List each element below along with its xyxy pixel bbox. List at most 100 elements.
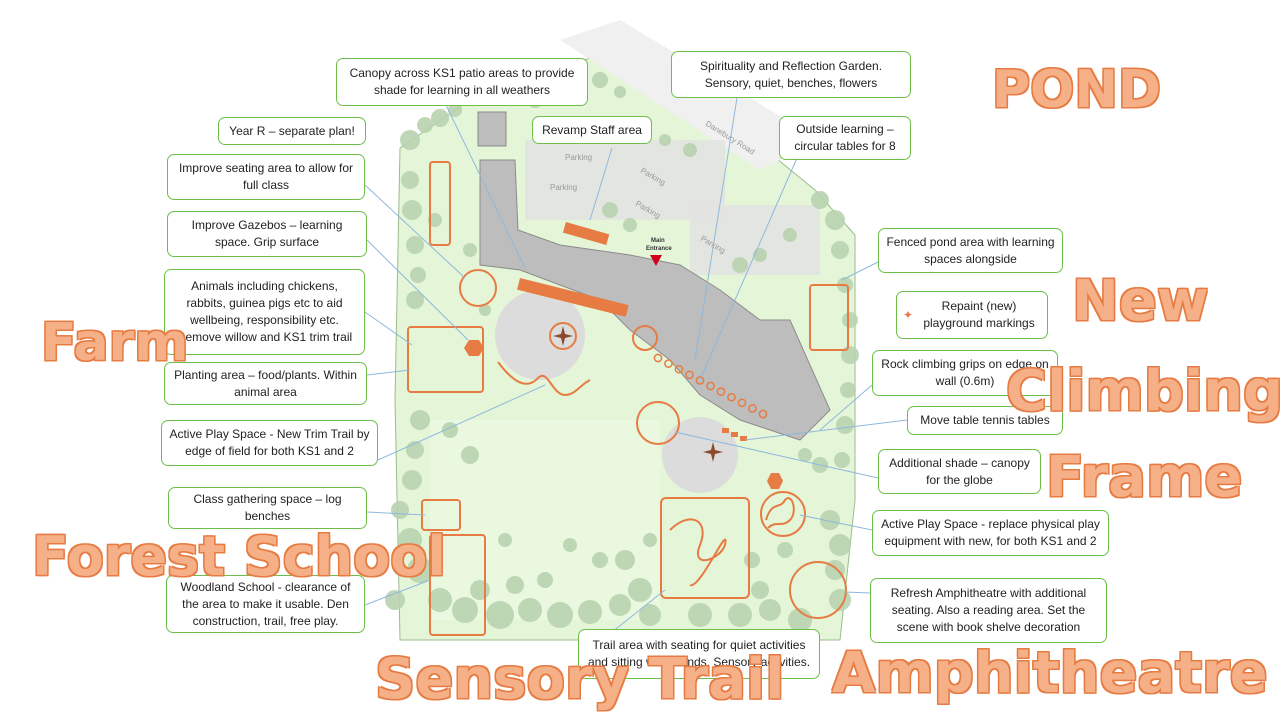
star-icon: ✦ [903,307,914,322]
tree [400,130,420,150]
learning-table-marker [716,387,726,396]
tree [463,243,477,257]
tree [842,312,858,328]
tree [592,552,608,568]
tree [602,202,618,218]
tree [547,602,573,628]
tree [820,510,840,530]
learning-table-marker [727,392,736,402]
label-pond: POND [992,60,1161,120]
pond-box [809,284,849,351]
tree [402,200,422,220]
tree [506,576,524,594]
star-markers [553,326,723,462]
tree [831,241,849,259]
label-new: New [1072,269,1209,334]
callout-trail-seating: Trail area with seating for quiet activi… [578,629,820,679]
callout-revamp-staff: Revamp Staff area [532,116,652,144]
callout-improve-gazebos: Improve Gazebos – learning space. Grip s… [167,211,367,257]
tree [448,103,462,117]
tree [688,603,712,627]
tree [406,291,424,309]
tree [428,213,442,227]
table-tennis-tables [722,428,747,441]
sensory-trail-path [669,518,727,587]
main-building [479,159,831,441]
small-building [477,111,507,147]
tree [759,599,781,621]
playground-area-south [662,417,738,493]
farm-hexagon [464,340,484,356]
callout-planting: Planting area – food/plants. Within anim… [164,362,367,405]
canopy-bar [517,278,629,317]
forest-school-box [429,534,486,636]
tree [825,210,845,230]
label-forest-school: Forest School [32,525,446,588]
tree [407,557,433,583]
amphitheatre-circle [789,561,847,619]
learning-table-marker [685,370,694,380]
orange-features [407,161,849,636]
callout-spirituality-garden: Spirituality and Reflection Garden. Sens… [671,51,911,98]
tree [798,448,812,462]
callout-improve-seating: Improve seating area to allow for full c… [167,154,365,200]
tree [406,236,424,254]
climbing-hexagon [767,473,783,489]
callout-fenced-pond: Fenced pond area with learning spaces al… [878,228,1063,273]
main-entrance-label: Entrance [646,246,672,252]
tree [537,572,553,588]
tree [840,382,856,398]
callout-year-r: Year R – separate plan! [218,117,366,145]
callout-amphitheatre-refresh: Refresh Amphitheatre with additional sea… [870,578,1107,643]
tree [410,410,430,430]
playground-area [495,290,585,380]
tree [398,528,422,552]
seating-area-circle [459,269,497,307]
trim-trail-squiggle [497,361,591,397]
tree [659,134,671,146]
learning-table-marker [695,376,705,385]
tree [486,601,514,629]
tree [751,581,769,599]
learning-circle [632,325,658,351]
callout-replace-equipment: Active Play Space - replace physical pla… [872,510,1109,556]
tree [518,598,542,622]
callout-repaint-markings: ✦ Repaint (new) playground markings [896,291,1048,339]
tree [841,346,859,364]
year-r-box [429,161,451,246]
tree [592,72,608,88]
callout-rock-climbing: Rock climbing grips on edge on wall (0.6… [872,350,1058,396]
label-sensory-trail: Sensory Trail [375,647,785,712]
tree [829,534,851,556]
tree [615,550,635,570]
tree [628,578,652,602]
outdoor-learning-tables [653,353,768,419]
learning-table-marker [653,353,663,363]
callout-repaint-text: Repaint (new) playground markings [923,299,1035,330]
callout-outside-learning: Outside learning – circular tables for 8 [779,116,911,160]
parking-label: Parking [565,153,592,162]
farm-box [407,326,484,393]
tree [683,143,697,157]
sensory-trail-box [660,497,750,599]
main-entrance-marker [650,255,662,266]
callout-animals: Animals including chickens, rabbits, gui… [164,269,365,355]
tree [788,608,812,632]
globe-circle [636,401,680,445]
tree [401,171,419,189]
tree [728,603,752,627]
learning-table-marker [664,359,673,368]
learning-table-marker [674,364,684,374]
learning-table-marker [758,409,768,419]
tree [391,501,409,519]
tree [563,538,577,552]
callout-additional-shade: Additional shade – canopy for the globe [878,449,1041,494]
tree [479,304,491,316]
tree [578,600,602,624]
callout-woodland-school: Woodland School - clearance of the area … [166,575,365,633]
tree [428,588,452,612]
callout-table-tennis: Move table tennis tables [907,406,1063,435]
tree [452,597,478,623]
tree [431,109,449,127]
